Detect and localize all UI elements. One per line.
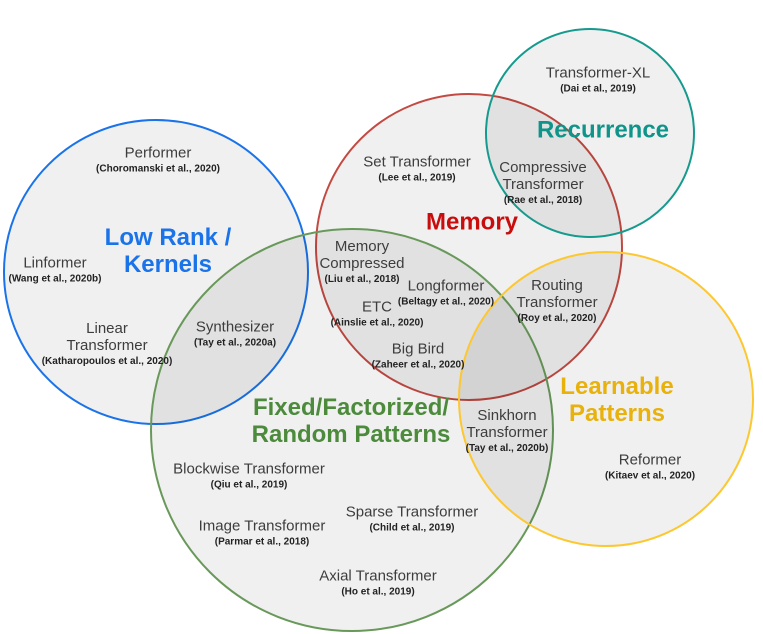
model-cite: (Katharopoulos et al., 2020) xyxy=(41,356,173,367)
model-name: Axial Transformer xyxy=(319,567,437,585)
model-label-longformer: Longformer (Beltagy et al., 2020) xyxy=(398,277,494,309)
model-cite: (Wang et al., 2020b) xyxy=(8,273,102,285)
heading-line: Random Patterns xyxy=(251,421,451,448)
model-label-synthesizer: Synthesizer (Tay et al., 2020a) xyxy=(194,318,276,350)
circle-recurrence xyxy=(485,28,695,238)
model-name: Memory Compressed xyxy=(319,238,405,272)
model-name: Reformer xyxy=(618,451,682,469)
model-name: Image Transformer xyxy=(198,517,326,535)
model-name: Linformer xyxy=(23,254,87,272)
model-name: Routing Transformer xyxy=(516,277,598,311)
model-cite: (Kitaev et al., 2020) xyxy=(604,470,696,482)
model-cite: (Zaheer et al., 2020) xyxy=(371,359,465,371)
model-label-axial-transformer: Axial Transformer (Ho et al., 2019) xyxy=(319,568,437,599)
model-label-performer: Performer (Choromanski et al., 2020) xyxy=(96,144,220,176)
model-cite: (Liu et al., 2018) xyxy=(324,274,400,285)
model-name: Big Bird xyxy=(391,340,445,358)
model-name: Compressive Transformer xyxy=(499,159,587,193)
category-label-memory: Memory xyxy=(426,209,518,236)
model-name: Set Transformer xyxy=(363,153,471,171)
category-label-learnable-patterns: Learnable Patterns xyxy=(560,373,673,427)
model-cite: (Rae et al., 2018) xyxy=(503,195,583,206)
model-label-routing-transformer: Routing Transformer (Roy et al., 2020) xyxy=(500,277,615,325)
model-cite: (Dai et al., 2019) xyxy=(560,83,636,95)
model-name: ETC xyxy=(362,298,392,316)
model-label-memory-compressed: Memory Compressed (Liu et al., 2018) xyxy=(305,238,420,286)
model-label-transformer-xl: Transformer-XL (Dai et al., 2019) xyxy=(546,65,650,96)
model-name: Longformer xyxy=(407,277,485,295)
heading-line: Memory xyxy=(425,208,519,236)
model-label-big-bird: Big Bird (Zaheer et al., 2020) xyxy=(372,340,465,372)
model-cite: (Lee et al., 2019) xyxy=(378,172,456,184)
model-name: Transformer-XL xyxy=(545,64,651,82)
model-label-compressive-transformer: Compressive Transformer (Rae et al., 201… xyxy=(476,159,611,207)
heading-line: Fixed/Factorized/ xyxy=(252,394,450,421)
model-name: Sinkhorn Transformer xyxy=(466,407,548,441)
model-label-linear-transformer: Linear Transformer (Katharopoulos et al.… xyxy=(42,320,173,368)
model-cite: (Parmar et al., 2018) xyxy=(214,536,310,548)
model-cite: (Tay et al., 2020b) xyxy=(465,443,549,454)
category-label-fixed-factorized-random-patterns: Fixed/Factorized/ Random Patterns xyxy=(252,394,451,448)
category-label-recurrence: Recurrence xyxy=(537,117,669,144)
model-name: Linear Transformer xyxy=(66,320,148,354)
model-label-blockwise-transformer: Blockwise Transformer (Qiu et al., 2019) xyxy=(173,461,325,492)
heading-line: Learnable xyxy=(560,373,674,400)
model-cite: (Qiu et al., 2019) xyxy=(210,479,288,491)
model-name: Performer xyxy=(124,144,192,162)
model-cite: (Ho et al., 2019) xyxy=(341,586,415,598)
model-name: Synthesizer xyxy=(195,318,275,336)
heading-line: Low Rank / xyxy=(104,224,232,251)
model-name: Blockwise Transformer xyxy=(173,460,325,478)
circle-learnable-patterns xyxy=(458,251,754,547)
model-cite: (Beltagy et al., 2020) xyxy=(397,296,495,308)
model-cite: (Child et al., 2019) xyxy=(369,522,455,534)
model-cite: (Choromanski et al., 2020) xyxy=(96,163,220,175)
model-cite: (Ainslie et al., 2020) xyxy=(330,317,424,329)
model-label-linformer: Linformer (Wang et al., 2020b) xyxy=(9,254,102,286)
model-label-sparse-transformer: Sparse Transformer (Child et al., 2019) xyxy=(346,504,479,535)
model-name: Sparse Transformer xyxy=(345,503,479,521)
heading-line: Patterns xyxy=(568,400,666,427)
model-label-set-transformer: Set Transformer (Lee et al., 2019) xyxy=(363,154,471,185)
model-label-sinkhorn-transformer: Sinkhorn Transformer (Tay et al., 2020b) xyxy=(450,407,565,455)
model-cite: (Roy et al., 2020) xyxy=(517,313,597,324)
model-label-reformer: Reformer (Kitaev et al., 2020) xyxy=(605,451,695,483)
heading-line: Kernels xyxy=(123,251,213,278)
model-cite: (Tay et al., 2020a) xyxy=(193,337,277,349)
model-label-etc: ETC (Ainslie et al., 2020) xyxy=(331,298,424,330)
category-label-low-rank-kernels: Low Rank / Kernels xyxy=(105,224,232,278)
heading-line: Recurrence xyxy=(536,116,670,144)
model-label-image-transformer: Image Transformer (Parmar et al., 2018) xyxy=(199,518,326,549)
